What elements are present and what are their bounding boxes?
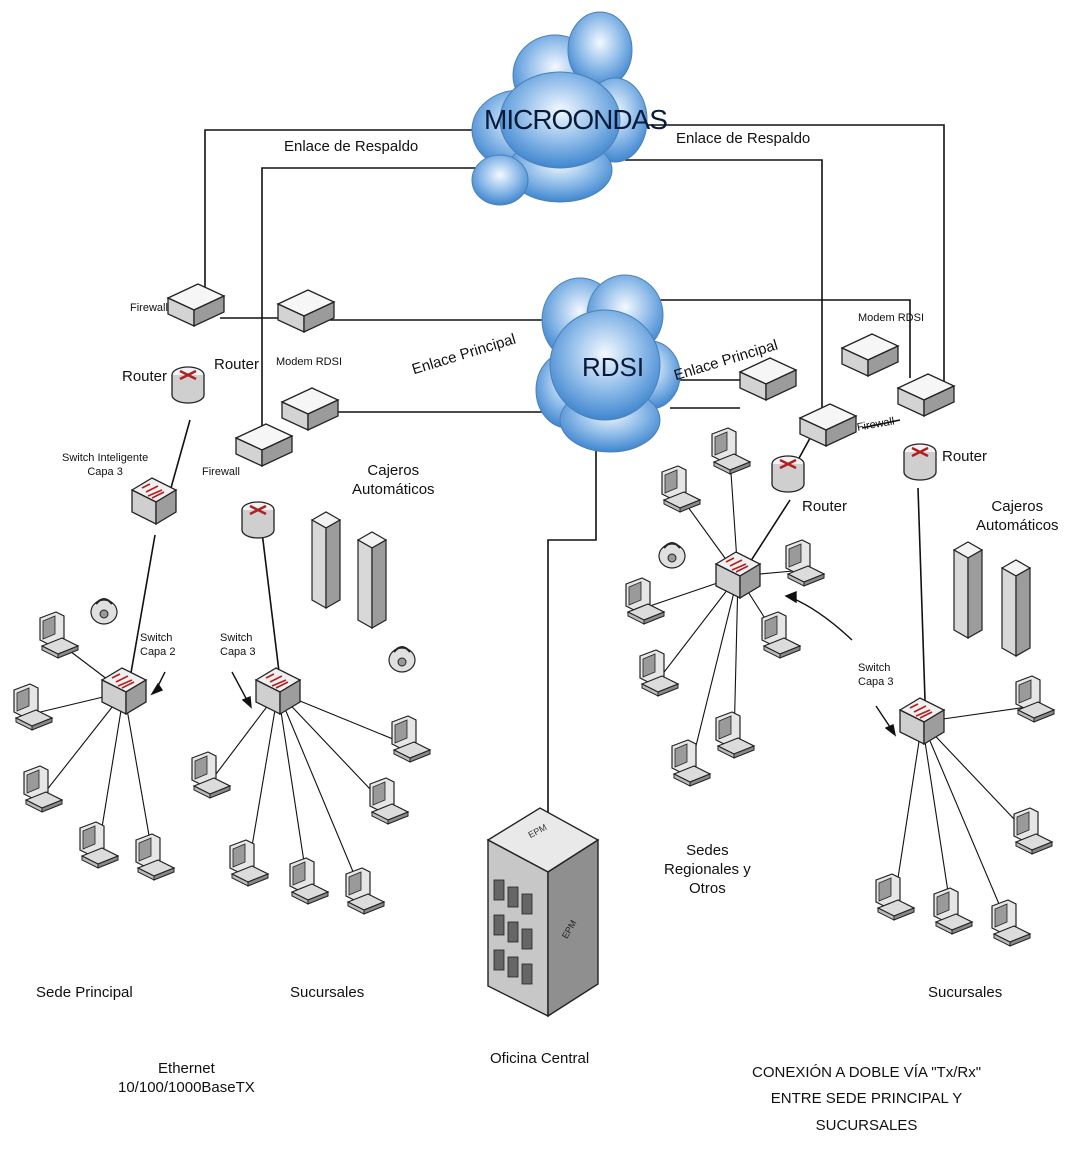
link-lines bbox=[127, 124, 945, 830]
firewall-left-top-icon bbox=[167, 283, 225, 327]
sucursales-left-label: Sucursales bbox=[290, 984, 365, 1001]
cajero-right-1-icon bbox=[953, 541, 983, 639]
microondas-cloud bbox=[471, 11, 648, 206]
respaldo-right-inner bbox=[625, 159, 823, 420]
firewall-left-top-label: Firewall bbox=[130, 302, 168, 314]
respaldo-left-label: Enlace de Respaldo bbox=[284, 138, 419, 155]
sucursal-left-pc-icon bbox=[191, 751, 231, 799]
phone-right-icon bbox=[658, 542, 686, 569]
star-lines-sucursales-right bbox=[893, 705, 1035, 931]
sede-pc-icon bbox=[79, 821, 119, 869]
modem-right-b-icon bbox=[841, 333, 899, 377]
cajero-left-1-icon bbox=[311, 511, 341, 609]
cajero-right-2-icon bbox=[1001, 559, 1031, 657]
sede-pc-icon bbox=[13, 683, 53, 731]
sucursal-right-pc-icon bbox=[1013, 807, 1053, 855]
respaldo-right-outer bbox=[625, 124, 945, 395]
router-left-label: Router bbox=[122, 368, 168, 385]
sucursales-right-label: Sucursales bbox=[928, 984, 1003, 1001]
regional-pc-icon bbox=[761, 611, 801, 659]
firewall-left-mid-icon bbox=[235, 423, 293, 467]
switch-capa2-label: Switch Capa 2 bbox=[140, 632, 176, 658]
sede-pc-icon bbox=[39, 611, 79, 659]
pointer-arrows bbox=[150, 590, 897, 737]
switch-inteligente-label: Switch Inteligente Capa 3 bbox=[62, 452, 149, 478]
regional-pc-icon bbox=[785, 539, 825, 587]
router-mid-label: Router bbox=[214, 356, 260, 373]
sede-principal-label: Sede Principal bbox=[36, 984, 133, 1001]
modem-left-bottom-icon bbox=[281, 387, 339, 431]
switch-capa2-icon bbox=[101, 667, 147, 715]
firewall-right-b-icon bbox=[897, 373, 955, 417]
sucursal-left-pc-icon bbox=[345, 867, 385, 915]
regional-pc-icon bbox=[715, 711, 755, 759]
conexion-label: CONEXIÓN A DOBLE VÍA "Tx/Rx" ENTRE SEDE … bbox=[752, 1064, 982, 1134]
router-right-label: Router bbox=[942, 448, 988, 465]
switch-capa3-right-icon bbox=[899, 697, 945, 745]
router-mid-icon bbox=[240, 500, 276, 540]
sucursal-left-pc-icon bbox=[369, 777, 409, 825]
phone-left-icon bbox=[90, 598, 118, 625]
respaldo-right-label: Enlace de Respaldo bbox=[676, 130, 811, 147]
microondas-label: MICROONDAS bbox=[484, 104, 668, 135]
phone-mid-icon bbox=[388, 646, 416, 673]
switch-capa3-right-label: Switch Capa 3 bbox=[858, 662, 894, 688]
cajero-left-2-icon bbox=[357, 531, 387, 629]
respaldo-left-outer bbox=[204, 129, 488, 300]
regional-pc-icon bbox=[671, 739, 711, 787]
regional-pc-icon bbox=[639, 649, 679, 697]
cajeros-right-label: Cajeros Automáticos bbox=[976, 498, 1059, 534]
router-right-mid-label: Router bbox=[802, 498, 848, 515]
modem-left-label: Modem RDSI bbox=[276, 356, 343, 368]
switch-inteligente-icon bbox=[131, 477, 177, 525]
modem-right-label: Modem RDSI bbox=[858, 312, 925, 324]
router-right-icon bbox=[902, 442, 938, 482]
modem-right-a-icon bbox=[739, 357, 797, 401]
building-icon bbox=[486, 807, 600, 1018]
switch-capa3-left-label: Switch Capa 3 bbox=[220, 632, 256, 658]
ethernet-label: Ethernet 10/100/1000BaseTX bbox=[118, 1060, 255, 1096]
sede-pc-icon bbox=[135, 833, 175, 881]
modem-left-top-icon bbox=[277, 289, 335, 333]
router-right-mid-icon bbox=[770, 454, 806, 494]
oficina-central-label: Oficina Central bbox=[490, 1050, 590, 1067]
sucursal-right-pc-icon bbox=[1015, 675, 1055, 723]
rdsi-cloud bbox=[535, 274, 681, 453]
cajeros-left-label: Cajeros Automáticos bbox=[352, 462, 435, 498]
sucursal-right-pc-icon bbox=[875, 873, 915, 921]
router-left-icon bbox=[170, 365, 206, 405]
sucursal-left-pc-icon bbox=[229, 839, 269, 887]
sucursal-left-pc-icon bbox=[289, 857, 329, 905]
switch-capa3-left-icon bbox=[255, 667, 301, 715]
regional-pc-icon bbox=[661, 465, 701, 513]
sucursal-right-pc-icon bbox=[933, 887, 973, 935]
rdsi-label: RDSI bbox=[582, 352, 645, 382]
regional-pc-icon bbox=[625, 577, 665, 625]
sucursal-right-pc-icon bbox=[991, 899, 1031, 947]
sucursal-left-pc-icon bbox=[391, 715, 431, 763]
respaldo-left-inner bbox=[261, 167, 488, 440]
firewall-left-mid-label: Firewall bbox=[202, 466, 240, 478]
regional-pc-icon bbox=[711, 427, 751, 475]
switch-regionales-icon bbox=[715, 551, 761, 599]
sede-pc-icon bbox=[23, 765, 63, 813]
sedes-regionales-label: Sedes Regionales y Otros bbox=[664, 842, 751, 897]
